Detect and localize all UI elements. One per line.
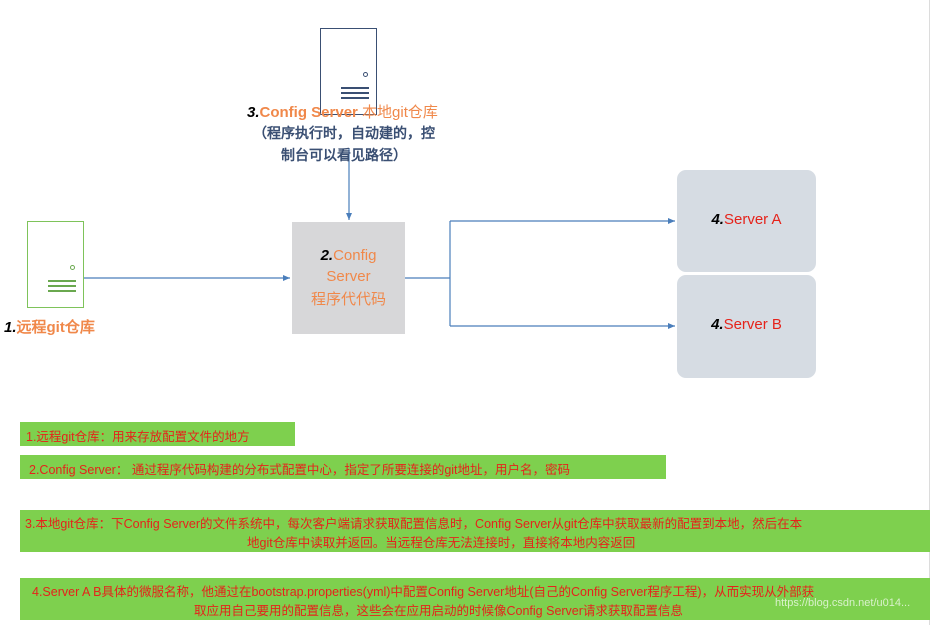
watermark: https://blog.csdn.net/u014...: [775, 597, 911, 609]
local-repo-note-line2: 制台可以看见路径）: [281, 147, 407, 163]
server-b-box: 4.Server B: [677, 275, 816, 378]
note-config-server: 2.Config Server： 通过程序代码构建的分布式配置中心，指定了所要连…: [20, 455, 666, 479]
server-led-icon: [363, 72, 368, 77]
config-server-line3: 程序代代码: [310, 291, 386, 308]
config-server-box: 2.Config Server 程序代代码: [292, 222, 405, 334]
frame-border: [929, 0, 930, 625]
config-server-line1: 2.Config: [320, 247, 377, 264]
config-server-line2: Server: [326, 268, 371, 285]
note-local-repo: 3.本地git仓库：下Config Server的文件系统中，每次客户端请求获取…: [20, 510, 930, 552]
server-b-label: 4.Server B: [711, 316, 782, 333]
server-a-box: 4.Server A: [677, 170, 816, 272]
local-repo-label: 3.Config Server 本地git仓库: [247, 104, 438, 121]
server-led-icon: [70, 265, 75, 270]
local-repo-server-icon: [320, 28, 377, 115]
note-servers: 4.Server A B具体的微服名称，他通过在bootstrap.proper…: [20, 578, 930, 620]
server-a-label: 4.Server A: [711, 211, 782, 228]
note-remote-repo: 1.远程git仓库：用来存放配置文件的地方: [20, 422, 295, 446]
remote-repo-server-icon: [27, 221, 84, 308]
remote-repo-label: 1.远程git仓库: [4, 319, 95, 336]
local-repo-note-line1: （程序执行时，自动建的，控: [253, 125, 435, 141]
